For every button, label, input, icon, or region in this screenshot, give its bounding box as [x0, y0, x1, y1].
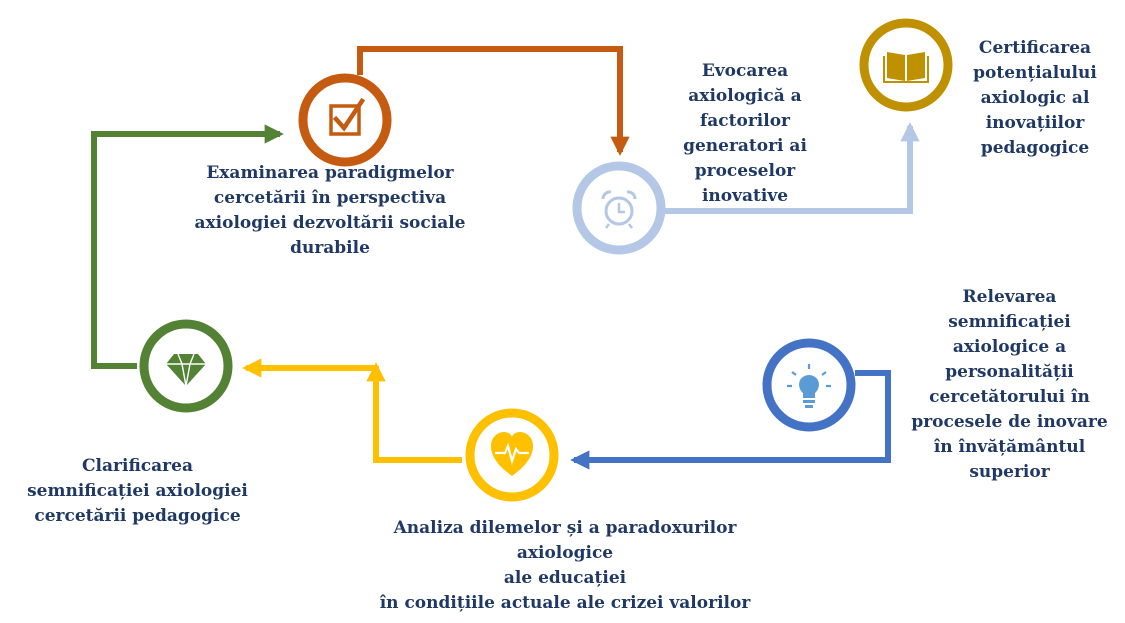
node-evocarea — [572, 161, 666, 255]
label-line: generatori ai — [683, 136, 807, 156]
label-line: Evocarea — [701, 61, 789, 81]
connector-examinarea-to-evocarea — [357, 46, 630, 156]
connector-evocarea-to-certificarea — [662, 122, 920, 214]
label-line: potențialului — [973, 63, 1097, 83]
label-line: durabile — [290, 238, 370, 258]
lightbulb-icon — [787, 364, 831, 408]
node-relevarea — [762, 338, 856, 432]
label-line: factorilor — [699, 111, 791, 131]
book-icon — [883, 52, 929, 83]
label-relevarea: Relevarea semnificației axiologice a per… — [897, 285, 1122, 485]
label-line: axiologică a — [688, 86, 802, 106]
label-line: Examinarea paradigmelor — [206, 163, 454, 183]
label-line: în condițiile actuale ale crizei valoril… — [379, 593, 751, 613]
label-line: Clarificarea — [82, 456, 193, 476]
label-line: axiologiei dezvoltării sociale — [194, 213, 466, 233]
label-evocarea: Evocarea axiologică a factorilor generat… — [665, 59, 825, 209]
connector-relevarea-to-analiza — [570, 370, 891, 470]
label-line: cercetătorului în — [929, 387, 1090, 407]
checkbox-icon — [329, 97, 366, 136]
label-line: cercetării în perspectiva — [213, 188, 447, 208]
label-line: pedagogice — [980, 138, 1090, 158]
node-analiza — [465, 408, 559, 502]
label-line: ale educației — [503, 568, 627, 588]
label-line: cercetării pedagogice — [34, 506, 241, 526]
label-line: personalității — [945, 362, 1074, 382]
heartbeat-icon — [491, 432, 533, 476]
node-clarificarea — [139, 319, 233, 413]
node-examinarea — [298, 73, 392, 167]
label-clarificarea: Clarificarea semnificației axiologiei ce… — [0, 454, 275, 529]
node-certificarea — [859, 18, 953, 112]
diamond-icon — [166, 353, 206, 387]
label-line: axiologice a — [952, 337, 1067, 357]
connector-analiza-to-clarificarea — [366, 362, 462, 463]
label-analiza: Analiza dilemelor și a paradoxurilor axi… — [350, 516, 780, 616]
label-line: Relevarea — [962, 287, 1057, 307]
label-line: în învățământul — [933, 437, 1086, 457]
label-line: semnificației axiologiei — [27, 481, 248, 501]
label-line: inovative — [701, 186, 789, 206]
label-line: Certificarea — [978, 38, 1092, 58]
label-certificarea: Certificarea potențialului axiologic al … — [955, 36, 1115, 161]
label-examinarea: Examinarea paradigmelor cercetării în pe… — [165, 161, 495, 261]
label-line: proceselor — [694, 161, 796, 181]
label-line: inovațiilor — [985, 113, 1085, 133]
label-line: semnificației — [948, 312, 1071, 332]
label-line: Analiza dilemelor și a paradoxurilor — [393, 518, 737, 538]
alarm-clock-icon — [601, 190, 637, 229]
label-line: procesele de inovare — [911, 412, 1108, 432]
label-line: axiologice — [516, 543, 614, 563]
label-line: axiologic al — [980, 88, 1090, 108]
label-line: superior — [969, 462, 1050, 482]
connector-clarificarea-to-examinarea — [91, 124, 284, 369]
